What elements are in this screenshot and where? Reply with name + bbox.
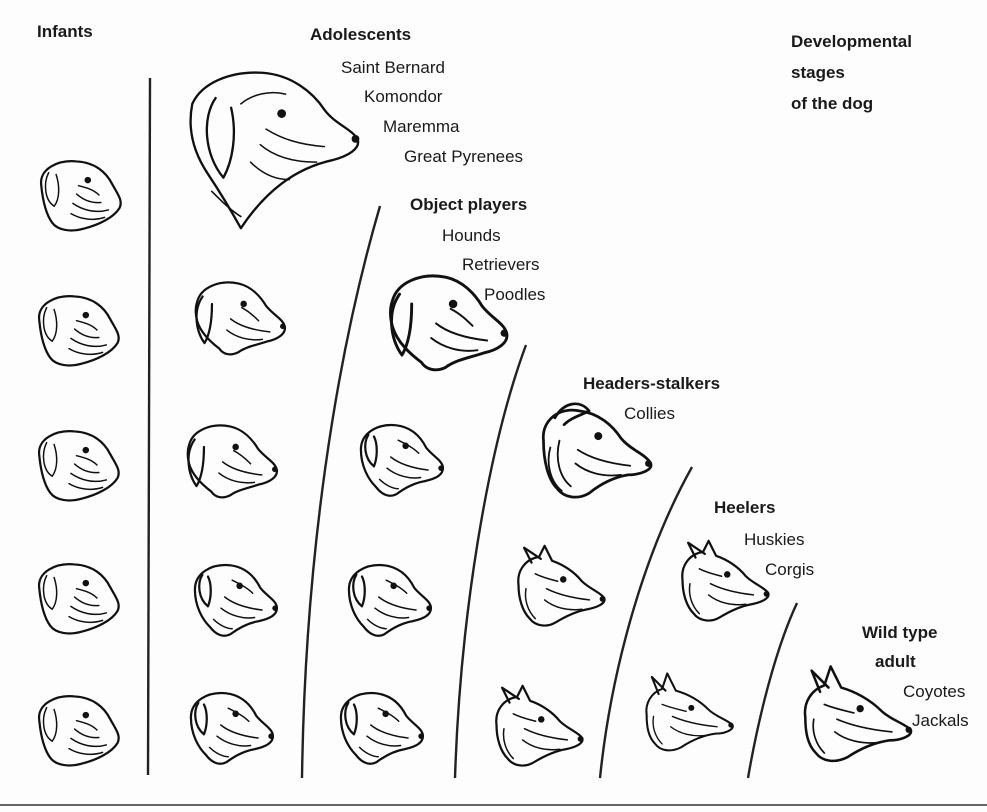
figure-title-line-2: stages <box>791 57 845 88</box>
infant-dog-head-icon <box>30 150 140 240</box>
stage-heading-wild-type: Wild type <box>862 623 937 643</box>
wild-canid-head-icon <box>626 668 736 758</box>
stage-heading-adolescents: Adolescents <box>310 25 411 45</box>
pointed-eared-dog-head-icon <box>476 680 586 770</box>
infant-dog-head-icon <box>28 285 138 375</box>
wild-canid-head-icon <box>780 660 915 770</box>
adolescent-dog-head-icon <box>326 680 436 770</box>
adolescent-dog-head-icon <box>334 552 444 642</box>
breed-great-pyrenees: Great Pyrenees <box>404 147 523 167</box>
breed-maremma: Maremma <box>383 117 460 137</box>
floppy-eared-dog-head-icon <box>184 272 294 362</box>
floppy-eared-dog-head-icon <box>176 415 286 505</box>
pointed-eared-dog-head-icon <box>662 535 772 625</box>
stage-heading-object-players: Object players <box>410 195 527 215</box>
breed-komondor: Komondor <box>364 87 442 107</box>
adolescent-dog-head-icon <box>180 552 290 642</box>
infant-dog-head-icon <box>28 685 138 775</box>
breed-jackals: Jackals <box>912 711 969 731</box>
infant-dog-head-icon <box>28 420 138 510</box>
collie-dog-head-icon <box>518 395 658 500</box>
stage-heading-headers-stalkers: Headers-stalkers <box>583 374 720 394</box>
pointed-eared-dog-head-icon <box>498 540 608 630</box>
breed-corgis: Corgis <box>765 560 814 580</box>
floppy-eared-dog-head-icon <box>372 265 522 377</box>
figure-title-line-1: Developmental <box>791 26 912 57</box>
floppy-eared-dog-head-icon <box>170 65 370 235</box>
divider-line-1 <box>148 78 150 775</box>
figure-title-line-3: of the dog <box>791 88 873 119</box>
infant-dog-head-icon <box>28 553 138 643</box>
adolescent-dog-head-icon <box>176 680 286 770</box>
stage-heading-infants: Infants <box>37 22 93 42</box>
stage-heading-heelers: Heelers <box>714 498 775 518</box>
adolescent-dog-head-icon <box>346 412 456 502</box>
breed-hounds: Hounds <box>442 226 501 246</box>
